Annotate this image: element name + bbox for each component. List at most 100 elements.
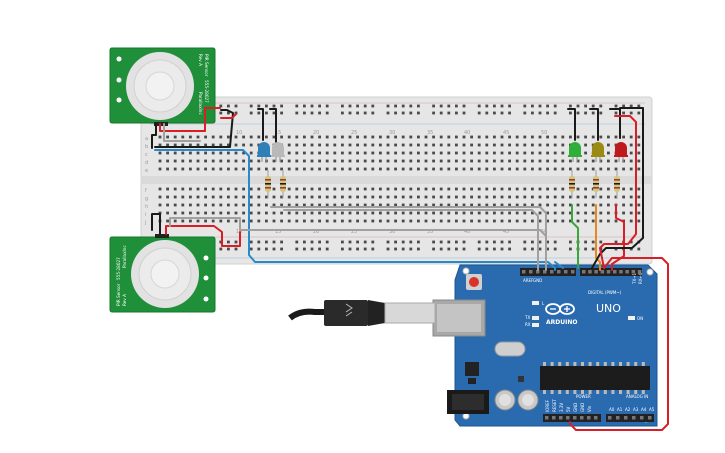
breadboard-hole[interactable]: [386, 135, 390, 139]
breadboard-hole[interactable]: [394, 203, 397, 207]
breadboard-hole[interactable]: [462, 159, 466, 163]
breadboard-hole[interactable]: [189, 211, 192, 215]
breadboard-hole[interactable]: [599, 203, 603, 207]
breadboard-hole[interactable]: [341, 159, 344, 163]
breadboard-hole[interactable]: [462, 203, 466, 207]
rail-hole[interactable]: [303, 240, 306, 244]
rail-hole[interactable]: [234, 104, 238, 108]
digital-pin[interactable]: [637, 270, 642, 274]
breadboard-hole[interactable]: [538, 187, 542, 191]
breadboard-hole[interactable]: [531, 159, 534, 163]
breadboard-hole[interactable]: [227, 167, 230, 171]
breadboard-hole[interactable]: [439, 203, 443, 207]
rail-hole[interactable]: [591, 111, 595, 115]
rail-hole[interactable]: [265, 247, 268, 251]
breadboard-hole[interactable]: [538, 151, 542, 155]
rail-hole[interactable]: [356, 247, 359, 251]
breadboard-hole[interactable]: [219, 143, 223, 147]
breadboard-hole[interactable]: [447, 143, 451, 147]
breadboard-hole[interactable]: [249, 211, 253, 215]
rail-hole[interactable]: [280, 111, 283, 115]
breadboard-hole[interactable]: [531, 203, 534, 207]
breadboard-hole[interactable]: [629, 219, 633, 223]
breadboard-hole[interactable]: [166, 167, 169, 171]
breadboard-hole[interactable]: [424, 219, 428, 223]
breadboard-hole[interactable]: [363, 135, 367, 139]
digital-pin[interactable]: [571, 270, 575, 274]
breadboard-hole[interactable]: [310, 211, 314, 215]
breadboard-hole[interactable]: [523, 159, 527, 163]
breadboard-hole[interactable]: [272, 135, 276, 139]
breadboard-hole[interactable]: [447, 187, 451, 191]
breadboard-hole[interactable]: [614, 159, 618, 163]
breadboard-hole[interactable]: [295, 135, 299, 139]
breadboard-hole[interactable]: [249, 167, 253, 171]
breadboard-hole[interactable]: [333, 187, 337, 191]
breadboard-hole[interactable]: [455, 143, 458, 147]
rail-hole[interactable]: [493, 111, 496, 115]
rail-hole[interactable]: [227, 104, 230, 108]
breadboard-hole[interactable]: [166, 135, 169, 139]
breadboard-hole[interactable]: [409, 219, 413, 223]
breadboard-hole[interactable]: [280, 167, 283, 171]
rail-hole[interactable]: [432, 240, 435, 244]
rail-hole[interactable]: [591, 240, 595, 244]
breadboard-hole[interactable]: [310, 167, 314, 171]
breadboard-hole[interactable]: [280, 135, 283, 139]
breadboard-hole[interactable]: [569, 219, 572, 223]
rail-hole[interactable]: [363, 111, 367, 115]
rail-hole[interactable]: [553, 240, 557, 244]
breadboard-hole[interactable]: [432, 187, 435, 191]
breadboard-hole[interactable]: [553, 211, 557, 215]
rail-hole[interactable]: [257, 104, 261, 108]
breadboard-hole[interactable]: [462, 219, 466, 223]
rail-hole[interactable]: [622, 104, 625, 108]
rail-hole[interactable]: [508, 111, 511, 115]
breadboard-hole[interactable]: [470, 219, 473, 223]
rail-hole[interactable]: [348, 247, 352, 251]
breadboard-hole[interactable]: [333, 195, 337, 199]
breadboard-hole[interactable]: [417, 195, 420, 199]
rail-hole[interactable]: [219, 240, 223, 244]
breadboard-hole[interactable]: [295, 203, 299, 207]
breadboard-hole[interactable]: [447, 203, 451, 207]
breadboard-hole[interactable]: [417, 151, 420, 155]
breadboard-hole[interactable]: [401, 219, 405, 223]
breadboard-hole[interactable]: [189, 151, 192, 155]
breadboard-hole[interactable]: [591, 195, 595, 199]
rail-hole[interactable]: [295, 104, 299, 108]
breadboard-hole[interactable]: [432, 167, 435, 171]
breadboard-hole[interactable]: [462, 187, 466, 191]
rail-hole[interactable]: [493, 240, 496, 244]
breadboard-hole[interactable]: [204, 187, 207, 191]
breadboard-hole[interactable]: [318, 135, 321, 139]
breadboard-hole[interactable]: [523, 135, 527, 139]
breadboard-hole[interactable]: [219, 159, 223, 163]
breadboard-hole[interactable]: [637, 143, 641, 147]
breadboard-hole[interactable]: [348, 151, 352, 155]
pir-2-header[interactable]: [155, 234, 169, 238]
breadboard-hole[interactable]: [227, 151, 230, 155]
breadboard-hole[interactable]: [531, 135, 534, 139]
rail-hole[interactable]: [325, 240, 329, 244]
breadboard-hole[interactable]: [211, 143, 215, 147]
breadboard-hole[interactable]: [561, 159, 565, 163]
breadboard-hole[interactable]: [386, 159, 390, 163]
breadboard-hole[interactable]: [493, 167, 496, 171]
breadboard-hole[interactable]: [531, 151, 534, 155]
breadboard-hole[interactable]: [508, 135, 511, 139]
breadboard-hole[interactable]: [227, 135, 230, 139]
breadboard-hole[interactable]: [303, 187, 306, 191]
breadboard-hole[interactable]: [576, 203, 580, 207]
breadboard-hole[interactable]: [424, 187, 428, 191]
breadboard-hole[interactable]: [249, 219, 253, 223]
breadboard-hole[interactable]: [196, 203, 200, 207]
breadboard-hole[interactable]: [553, 159, 557, 163]
breadboard-hole[interactable]: [569, 211, 572, 215]
breadboard-hole[interactable]: [386, 195, 390, 199]
breadboard-hole[interactable]: [569, 159, 572, 163]
breadboard-hole[interactable]: [341, 211, 344, 215]
rail-hole[interactable]: [439, 240, 443, 244]
breadboard-hole[interactable]: [173, 143, 177, 147]
breadboard-hole[interactable]: [607, 219, 610, 223]
